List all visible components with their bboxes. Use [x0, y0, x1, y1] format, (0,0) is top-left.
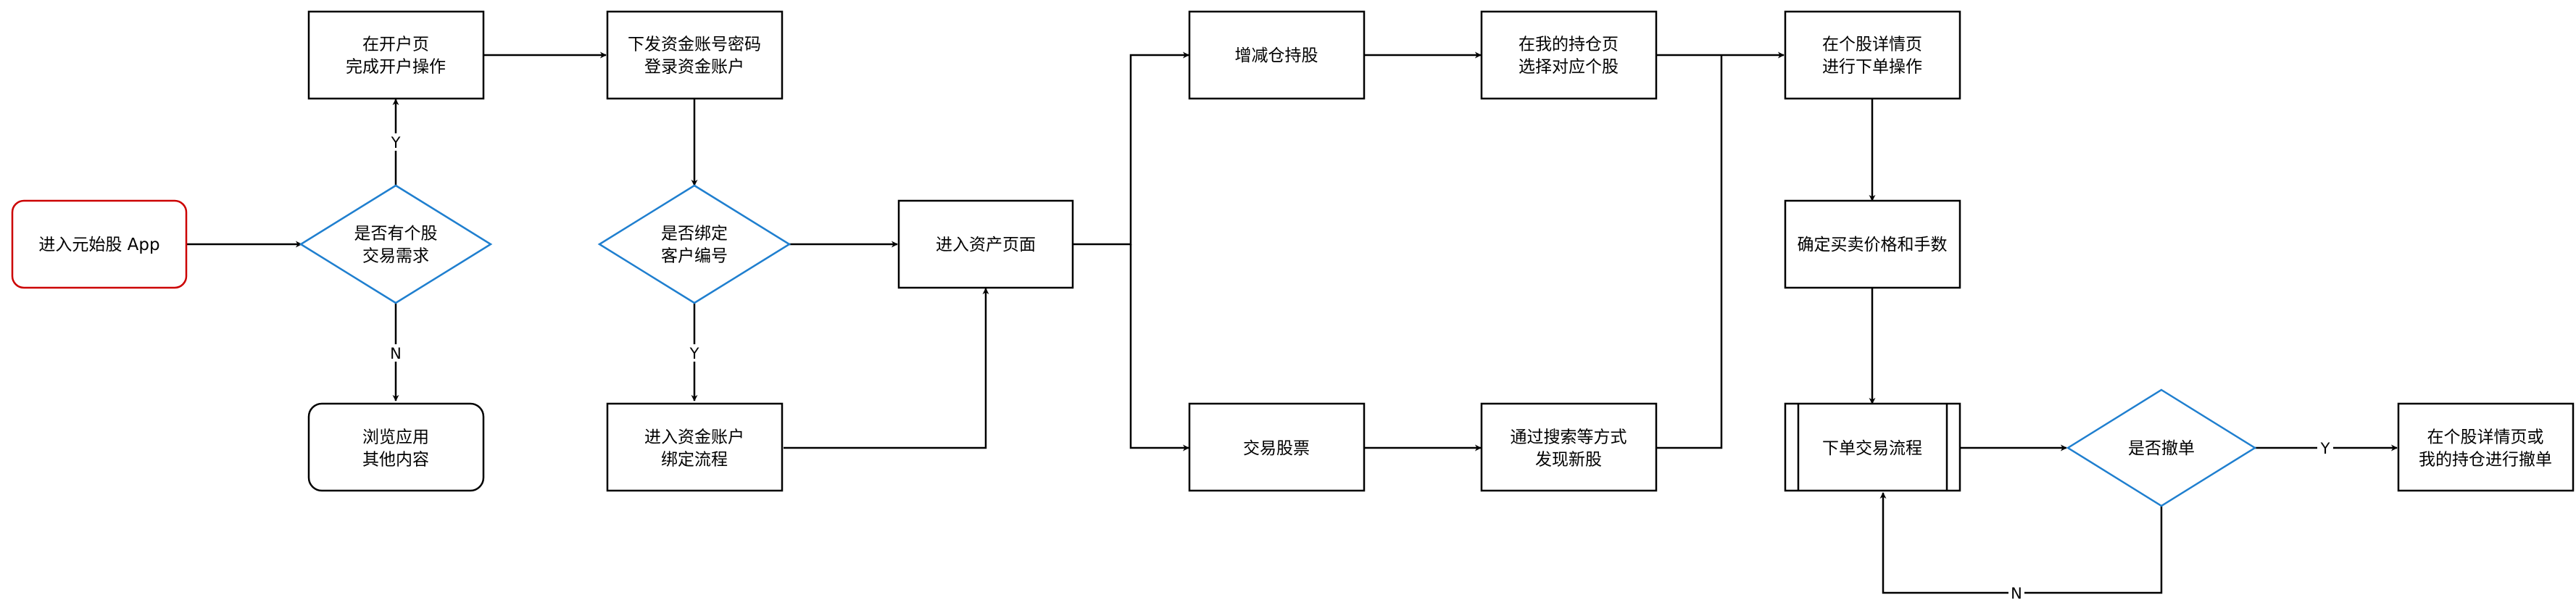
node-adjust-holdings[interactable]: 增减仓持股: [1188, 10, 1366, 100]
price-label: 确定买卖价格和手数: [1798, 236, 1948, 254]
label-need-yes: Y: [391, 134, 401, 151]
browse-label-line-1: 浏览应用: [362, 428, 429, 447]
detail-label-line-2: 进行下单操作: [1822, 58, 1922, 77]
browse-label: 浏览应用其他内容: [362, 428, 429, 470]
order-label: 下单交易流程: [1822, 439, 1922, 458]
node-trade-stocks[interactable]: 交易股票: [1188, 402, 1366, 492]
node-stock-detail[interactable]: 在个股详情页进行下单操作: [1784, 10, 1961, 100]
cancel-label-line-2: 我的持仓进行撤单: [2419, 451, 2552, 470]
node-price-quantity[interactable]: 确定买卖价格和手数: [1784, 199, 1961, 289]
label-bind-yes: Y: [689, 345, 699, 362]
node-discover-stock[interactable]: 通过搜索等方式发现新股: [1480, 402, 1658, 492]
browse-label-line-2: 其他内容: [362, 451, 429, 470]
discover-label: 通过搜索等方式发现新股: [1511, 428, 1627, 470]
edge-bind-to-asset: [784, 288, 989, 449]
login-label-line-1: 下发资金账号密码: [628, 36, 761, 54]
node-browse[interactable]: 浏览应用其他内容: [307, 402, 485, 492]
discover-label-line-2: 发现新股: [1535, 451, 1602, 470]
decision-need[interactable]: 是否有个股交易需求: [299, 184, 493, 304]
edge-discover-to-detail: [1656, 55, 1723, 449]
bind-label-line-2: 绑定流程: [661, 451, 728, 470]
q_bind-label-line-2: 客户编号: [661, 247, 728, 266]
asset-label-line-1: 进入资产页面: [936, 236, 1036, 254]
node-cancel-order[interactable]: 在个股详情页或我的持仓进行撤单: [2397, 402, 2575, 492]
q_bind-label: 是否绑定客户编号: [661, 225, 728, 266]
select_hold-label-line-1: 在我的持仓页: [1518, 36, 1619, 54]
discover-label-line-1: 通过搜索等方式: [1511, 428, 1627, 447]
start-label-line-1: 进入元始股 App: [38, 236, 159, 254]
open-label: 在开户页完成开户操作: [346, 36, 446, 77]
adjust-label: 增减仓持股: [1235, 46, 1318, 65]
adjust-label-line-1: 增减仓持股: [1235, 46, 1318, 65]
cancel-label-line-1: 在个股详情页或: [2427, 428, 2544, 447]
q_need-label-line-2: 交易需求: [362, 247, 429, 266]
label-need-no: N: [390, 345, 402, 362]
open-label-line-1: 在开户页: [362, 36, 429, 54]
price-label-line-1: 确定买卖价格和手数: [1798, 236, 1948, 254]
asset-label: 进入资产页面: [936, 236, 1036, 254]
start-label: 进入元始股 App: [38, 236, 159, 254]
decision-bind[interactable]: 是否绑定客户编号: [597, 184, 792, 304]
detail-label: 在个股详情页进行下单操作: [1822, 36, 1922, 77]
node-select-holding[interactable]: 在我的持仓页选择对应个股: [1480, 10, 1658, 100]
node-start[interactable]: 进入元始股 App: [11, 199, 188, 289]
q_need-label: 是否有个股交易需求: [354, 225, 438, 266]
bind-label: 进入资金账户绑定流程: [644, 428, 744, 470]
bind-label-line-1: 进入资金账户: [644, 428, 744, 447]
decision-cancel[interactable]: 是否撤单: [2066, 388, 2257, 507]
node-bind-flow[interactable]: 进入资金账户绑定流程: [606, 402, 784, 492]
node-order-process[interactable]: 下单交易流程: [1784, 402, 1961, 492]
order-label-line-1: 下单交易流程: [1822, 439, 1922, 458]
edge-asset-to-trade: [1129, 244, 1189, 451]
q_need-label-line-1: 是否有个股: [354, 225, 438, 244]
node-asset-page[interactable]: 进入资产页面: [897, 199, 1074, 289]
cancel-label: 在个股详情页或我的持仓进行撤单: [2419, 428, 2552, 470]
trade-label-line-1: 交易股票: [1243, 439, 1310, 458]
select_hold-label-line-2: 选择对应个股: [1518, 58, 1619, 77]
label-cancel-no: N: [2011, 585, 2022, 602]
label-cancel-yes: Y: [2320, 440, 2330, 457]
login-label-line-2: 登录资金账户: [644, 58, 744, 77]
nodes: 进入元始股 App 是否有个股交易需求 在开户页完成开户操作 浏览应用其他内容 …: [11, 10, 2575, 507]
q_cancel-label: 是否撤单: [2128, 439, 2195, 458]
edge-cancel-q-no: [1879, 492, 2163, 594]
node-open-account[interactable]: 在开户页完成开户操作: [307, 10, 485, 100]
trade-label: 交易股票: [1243, 439, 1310, 458]
edge-labels: Y N Y Y N: [388, 133, 2333, 602]
q_bind-label-line-1: 是否绑定: [661, 225, 728, 244]
q_cancel-label-line-1: 是否撤单: [2128, 439, 2195, 458]
edges: [187, 51, 2398, 594]
login-label: 下发资金账号密码登录资金账户: [628, 36, 761, 77]
open-label-line-2: 完成开户操作: [346, 58, 446, 77]
edge-asset-to-adjust: [1073, 51, 1189, 246]
detail-label-line-1: 在个股详情页: [1822, 36, 1922, 54]
select_hold-label: 在我的持仓页选择对应个股: [1518, 36, 1619, 77]
node-login[interactable]: 下发资金账号密码登录资金账户: [606, 10, 784, 100]
